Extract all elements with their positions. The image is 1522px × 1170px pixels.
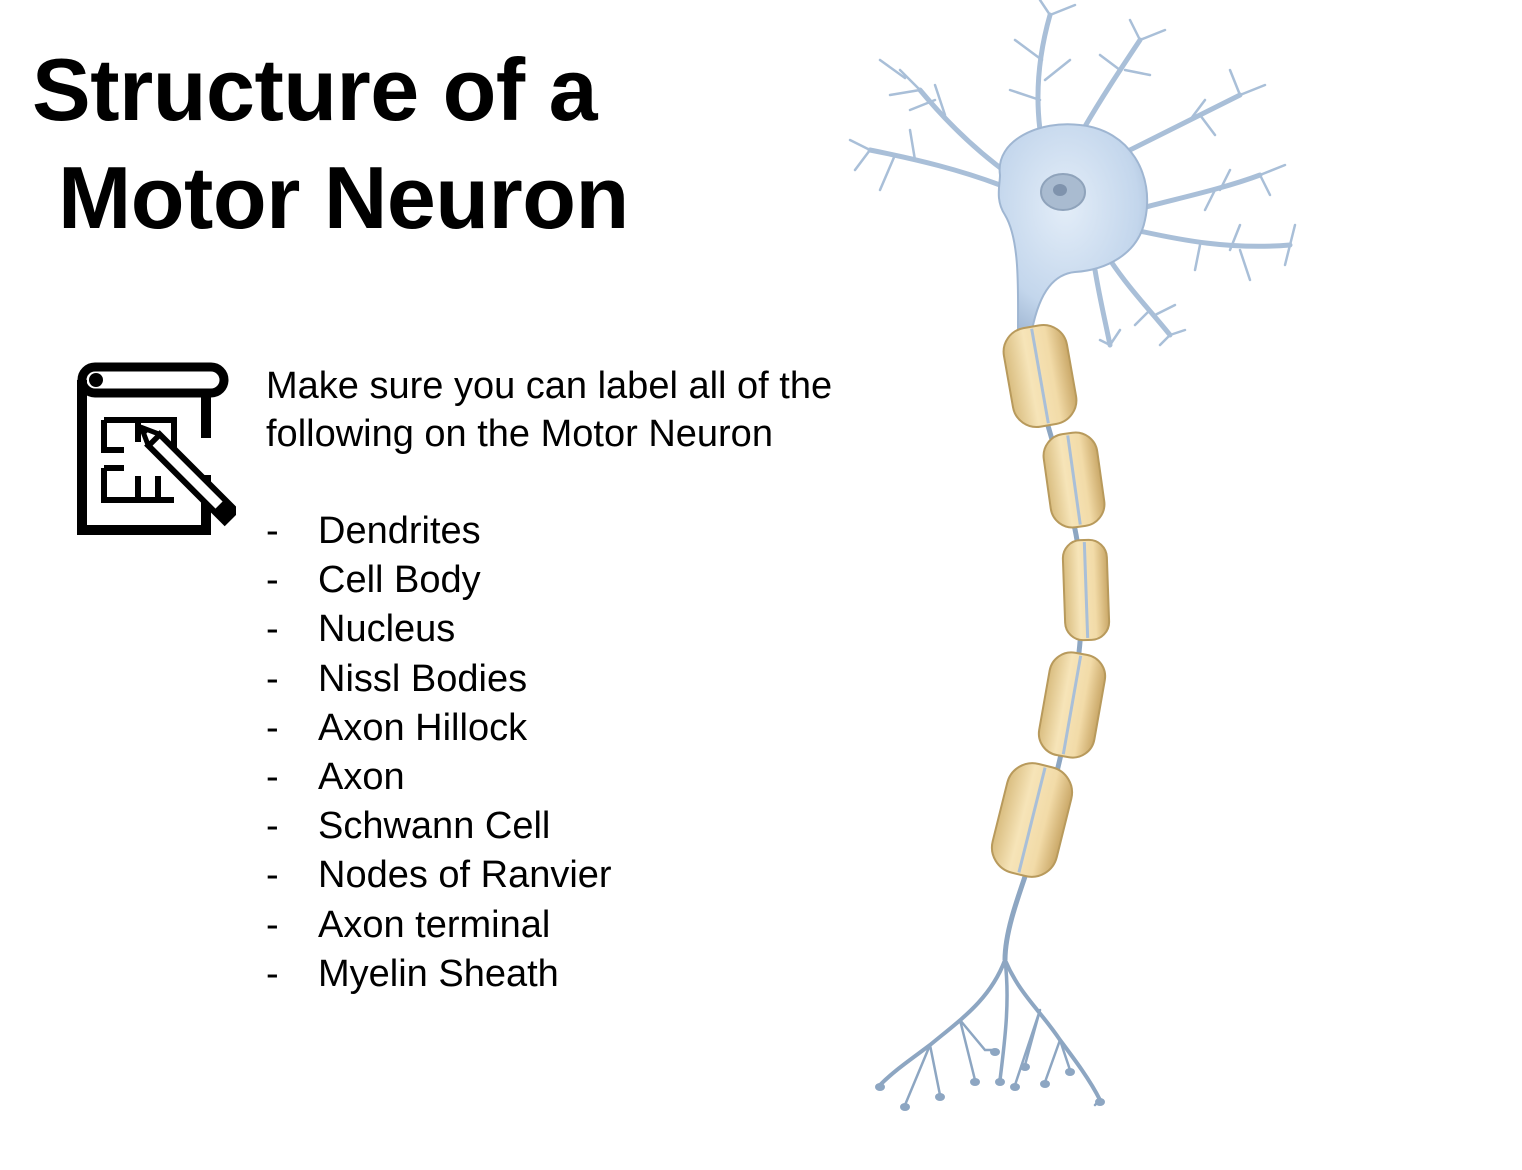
- bullet-dash: -: [266, 756, 279, 799]
- list-item-label: Nissl Bodies: [318, 657, 528, 700]
- cell-body: [997, 123, 1149, 331]
- list-item: -Schwann Cell: [266, 802, 612, 851]
- axon-terminal: [875, 958, 1105, 1111]
- title-line-1: Structure of a: [32, 40, 598, 139]
- slide-title: Structure of a Motor Neuron: [32, 36, 629, 252]
- list-item: -Axon: [266, 753, 612, 802]
- list-item-label: Axon: [318, 756, 405, 799]
- list-item-label: Myelin Sheath: [318, 952, 559, 995]
- blueprint-pencil-icon: [77, 362, 236, 535]
- list-item: -Cell Body: [266, 556, 612, 605]
- list-item-label: Schwann Cell: [318, 805, 551, 848]
- list-item-label: Dendrites: [318, 510, 481, 552]
- list-item-label: Cell Body: [318, 559, 481, 602]
- nucleus: [1040, 173, 1086, 211]
- bullet-dash: -: [266, 805, 279, 848]
- list-item: -Myelin Sheath: [266, 950, 612, 999]
- instruction-text: Make sure you can label all of the follo…: [266, 365, 833, 455]
- title-line-2: Motor Neuron: [58, 148, 629, 247]
- list-item: -Nucleus: [266, 605, 612, 654]
- structure-list: -Dendrites-Cell Body-Nucleus-Nissl Bodie…: [266, 507, 612, 999]
- list-item-label: Axon Hillock: [318, 706, 528, 749]
- list-item: -Axon Hillock: [266, 704, 612, 753]
- bullet-dash: -: [266, 854, 279, 897]
- bullet-dash: -: [266, 903, 279, 946]
- list-item-label: Nodes of Ranvier: [318, 854, 612, 897]
- list-item: -Nodes of Ranvier: [266, 851, 612, 900]
- bullet-dash: -: [266, 657, 279, 700]
- bullet-dash: -: [266, 952, 279, 995]
- list-item: -Nissl Bodies: [266, 655, 612, 704]
- list-item: -Axon terminal: [266, 901, 612, 950]
- bullet-dash: -: [266, 559, 279, 602]
- list-item: -Dendrites: [266, 507, 612, 556]
- motor-neuron-illustration: [848, 0, 1297, 1111]
- list-item-label: Axon terminal: [318, 903, 551, 946]
- dendrites: [848, 0, 1297, 348]
- myelin-sheath: [990, 324, 1111, 878]
- bullet-dash: -: [266, 608, 279, 651]
- list-item-label: Nucleus: [318, 608, 456, 651]
- bullet-dash: -: [266, 510, 279, 552]
- bullet-dash: -: [266, 706, 279, 749]
